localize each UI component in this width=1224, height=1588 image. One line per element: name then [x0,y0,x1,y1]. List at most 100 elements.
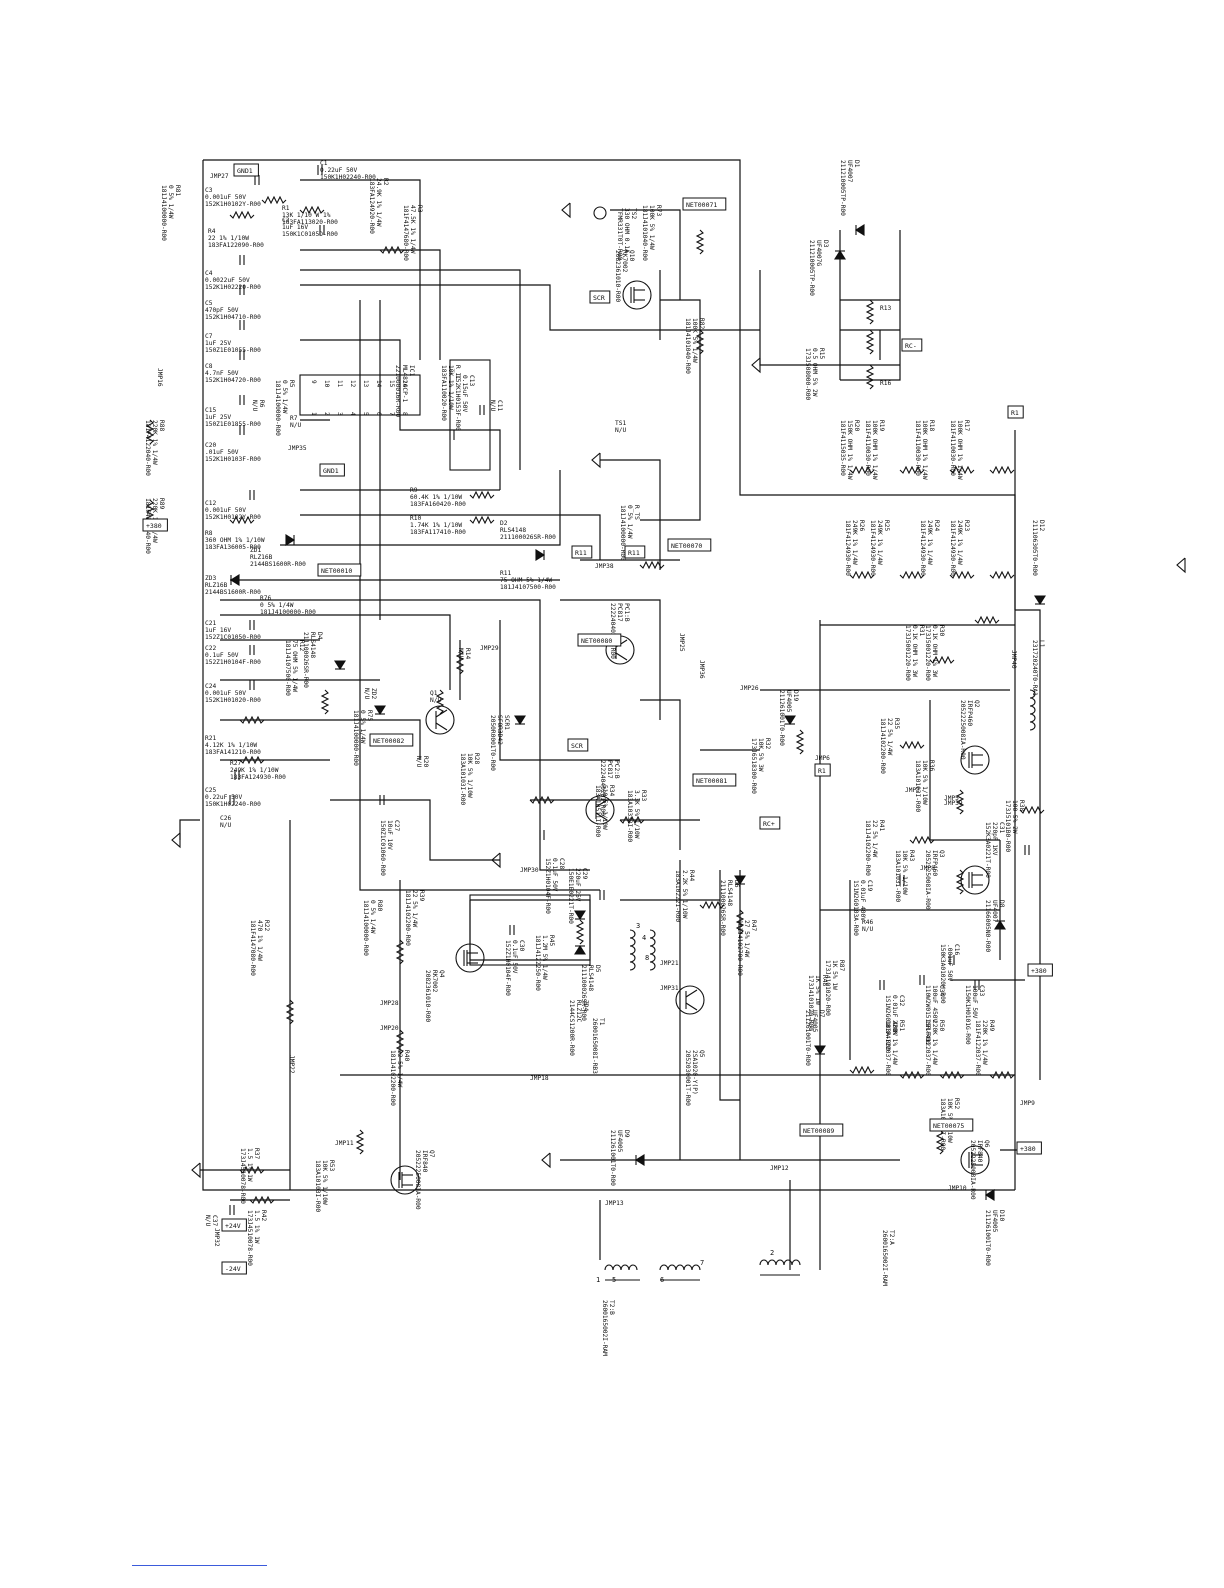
r22-symbol [285,999,295,1025]
t2b-right-winding [659,1264,701,1271]
part-label-r47: 27 5% 1/4W [743,920,750,958]
part-label-d10: UF4005 [991,1210,998,1233]
part-label-c25: C25 [205,787,216,794]
part-label-r10: R10 [410,515,421,522]
part-label-scr1: SFOR3D42 [496,715,503,745]
ground-symbol-0 [561,202,571,219]
part-label-r15: 0.5 OHM 5% 2W [811,348,818,397]
r26-symbol [849,570,875,580]
part-label-r18: 181F4110030-R00 [914,420,921,476]
net-flag-5: R1 [814,763,831,777]
zd3-symbol [229,574,240,586]
ground-symbol-4 [491,852,501,869]
part-label-r32: R32 [764,738,771,749]
net-flag-14: NET00070 [667,538,712,552]
part-label-c16: .001uF 50V [946,944,953,982]
r10-symbol [469,515,495,525]
part-label-c37: C37 [211,1215,218,1226]
part-label-r9: 183FA160420-R00 [410,501,466,508]
ic1-pin-9: 9 [310,380,317,384]
r16-symbol [865,364,875,390]
r37-symbol [239,1165,265,1175]
q2-symbol [960,745,990,775]
part-label-c2: 150K1C0105D-R00 [282,231,338,238]
part-label-c26: N/U [220,822,231,829]
r50-symbol [939,1070,965,1080]
part-label-q1: Q1 [430,690,438,697]
part-label-r20: N/U [415,756,422,767]
part-label-r21: 183FA141210-R00 [205,749,261,756]
part-label-r12: 75 OHM 5% 1/4W [291,640,298,692]
ic1-pin-6: 6 [375,412,382,416]
part-label-r49: R49 [988,1020,995,1031]
net-flag-17: NET00081 [692,773,737,787]
part-label-r39: 181J4102200-R00 [404,890,411,946]
part-label-r10: 183FA117410-R00 [410,529,466,536]
svg-text:+24V: +24V [225,1222,241,1230]
part-label-d3: D3 [822,240,829,248]
r25-symbol [899,570,925,580]
part-label-r89: R89 [158,498,165,509]
part-label-pc2-b: 2222404028I-R00 [599,760,606,816]
part-label-r34: 510 5% 1/10W [601,785,608,830]
part-label-t2-a: T2:A [888,1230,895,1245]
ic1-pin-13: 13 [362,380,369,388]
part-label-r82: 181J4101040-R00 [684,318,691,374]
part-label-q7: IRF840 [421,1150,428,1173]
r73-symbol [695,229,705,255]
part-label-c28: 152Z1H0104F-R00 [544,858,551,914]
part-label-jmp31: JMP31 [660,985,679,992]
t2b-left-winding [604,1264,638,1271]
net-flag-20: NET00089 [799,1123,844,1137]
part-label-r1: R1 [282,205,290,212]
part-label-c11: N/U [489,400,496,411]
ic1-pin-7: 7 [388,412,395,416]
part-label-r45: 1.2M 5% 1/4W [541,935,548,980]
wire-c21 [220,614,451,690]
part-label-d1: UF4007 [846,160,853,183]
part-label-zd3: ZD3 [205,575,216,582]
net-flag-16: NET00080 [577,633,622,647]
part-label-d5: 211100026SR-R00 [580,965,587,1021]
zd2-symbol [374,705,386,716]
part-label-r32: 10K 5% 3W [757,738,764,772]
part-label-q5: Q5 [698,1050,705,1058]
part-label-r27: 249K 1% 1/10W [230,767,279,774]
part-label-r3: 181F4147680-R00 [402,205,409,261]
part-label-jmp16: JMP16 [156,368,163,387]
part-label-r52: R52 [953,1098,960,1109]
part-label-r27: 183FA124930-R00 [230,774,286,781]
part-label-q1: N/U [430,697,441,704]
part-label-r80: 181J4100000-R00 [362,900,369,956]
part-label-r9: 60.4K 1% 1/10W [410,494,462,501]
c20-symbol [239,425,245,435]
part-label-c19: 0.01uF 400V [859,880,866,921]
part-label-r31: 0.1K OHM 1% 3W [911,625,918,677]
c21-symbol [249,620,255,630]
part-label-c21: C21 [205,620,216,627]
wire-top-rail [203,159,1016,1190]
part-label-c28: 0.1uF 50V [551,858,558,892]
part-label-c13: C13 [468,375,475,386]
part-label-r9: R9 [410,487,418,494]
part-label-r35: 181J4102200-R00 [879,718,886,774]
pc2b-symbol [585,795,615,825]
part-label-scr1: 2050R0001T0-R00 [489,715,496,771]
ground-symbol-2 [1176,557,1186,574]
part-label-r40: 181J4102200-R00 [389,1050,396,1106]
part-label-c34: 110W2W0151SR-R00 [924,985,931,1045]
ic1-pin-10: 10 [323,380,330,388]
part-label-c30: C30 [518,940,525,951]
ts2-thermistor [593,206,607,220]
r14-symbol [455,649,465,675]
d1-symbol [854,224,865,236]
part-label-q3: IRFP460 [931,850,938,876]
part-label-c20: 152K1H0103F-R00 [205,456,261,463]
svg-text:NET00010: NET00010 [321,567,352,575]
part-label-r41: 22 5% 1/4W [871,820,878,858]
part-label-d3: UF4007G [815,240,822,266]
part-label-r33: 183A10332I-R00 [626,790,633,842]
part-label-r53: 10K 5% 1/10W [321,1160,328,1205]
part-label-r24: 181F4124930-R00 [919,520,926,576]
